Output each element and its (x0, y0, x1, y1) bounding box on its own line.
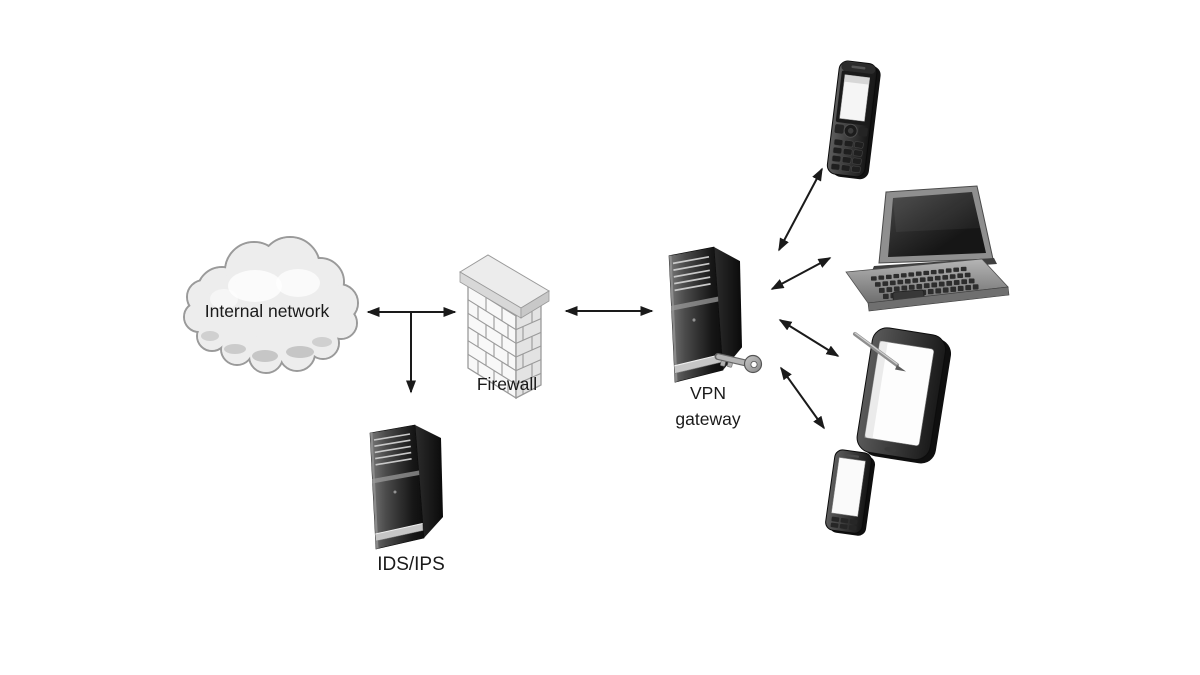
laptop-key (953, 267, 960, 272)
phone-key (851, 165, 861, 173)
phone-key (848, 525, 857, 531)
laptop-key (972, 284, 979, 290)
laptop-key (953, 280, 960, 285)
laptop-key (927, 276, 934, 282)
phone-key (840, 517, 849, 524)
phone-key (854, 141, 864, 149)
phone-key (842, 148, 853, 156)
brick-row-line (515, 359, 542, 372)
brick-row-line (515, 318, 542, 331)
laptop-key (900, 273, 907, 278)
laptop-key (960, 266, 967, 272)
laptop-key (870, 276, 877, 281)
laptop-key (942, 275, 949, 280)
laptop-key (915, 271, 922, 276)
vpn-gateway-label-line2: gateway (675, 409, 740, 429)
tablet-icon (856, 327, 952, 464)
laptop-key (961, 279, 968, 285)
laptop-key (908, 284, 915, 290)
laptop-key (942, 287, 949, 293)
laptop-key (938, 281, 945, 287)
phone-key (830, 163, 841, 171)
laptop-key (912, 278, 919, 283)
firewall-label: Firewall (477, 374, 537, 394)
cloud-icon (183, 236, 359, 374)
phone-key (852, 157, 862, 165)
arrow-vpn-laptop (770, 257, 832, 290)
stylus-icon (853, 332, 906, 372)
laptop-key (904, 278, 911, 284)
laptop-key (968, 278, 975, 284)
phone-key (830, 522, 839, 528)
phone-key (839, 523, 848, 530)
laptop-key (885, 274, 892, 280)
laptop-key (882, 281, 889, 286)
laptop-key (927, 288, 934, 295)
phone-keypad (830, 138, 864, 173)
laptop-screen (888, 192, 986, 257)
laptop-key (949, 274, 956, 279)
laptop-key (934, 275, 941, 281)
phone-key (833, 138, 844, 146)
arrow-vpn-phone (778, 167, 823, 252)
smartphone-screen (831, 457, 866, 517)
laptop-key (923, 270, 930, 276)
laptop-key (882, 293, 889, 300)
laptop-key (893, 273, 900, 279)
laptop-key (965, 285, 972, 291)
laptop-key (874, 282, 881, 287)
arrow-vpn-tablet (778, 319, 840, 357)
laptop-key (957, 285, 964, 292)
ids-ips-label: IDS/IPS (377, 554, 445, 575)
brick-row-line (515, 345, 542, 358)
vpn-gateway-label-line1: VPN (690, 383, 726, 403)
phone-key (841, 156, 852, 164)
laptop-key (889, 280, 896, 286)
laptop-key (919, 277, 926, 282)
laptop-key (935, 288, 942, 294)
phone-key (831, 155, 842, 163)
laptop-key (886, 287, 893, 293)
laptop-key (878, 287, 885, 293)
phone-key (832, 146, 843, 155)
laptop-key (950, 286, 957, 292)
laptop-key (945, 268, 952, 273)
laptop-key (923, 283, 930, 289)
server-tower-icon-ids-ips (369, 424, 444, 550)
phone-key (831, 516, 840, 522)
phone-key (853, 149, 863, 157)
feature-phone-icon (826, 60, 881, 180)
phone-key (849, 519, 858, 525)
arrow-vpn-smartphone (780, 366, 825, 430)
laptop-key (897, 279, 904, 285)
laptop-key (938, 269, 945, 274)
phone-key (840, 164, 851, 172)
laptop-key (901, 285, 908, 291)
smartphone-keypad (830, 516, 858, 531)
brick-pattern (467, 297, 542, 395)
smartphone-icon (825, 449, 876, 536)
laptop-key (908, 272, 915, 277)
connection-arrows (366, 167, 840, 430)
internal-network-label: Internal network (205, 301, 330, 321)
laptop-key (916, 283, 923, 289)
brick-row-line (515, 331, 542, 344)
brick-wall-icon (459, 254, 550, 400)
laptop-key (931, 282, 938, 288)
key-icon (714, 353, 763, 374)
laptop-key (964, 272, 971, 278)
laptop-key (930, 269, 937, 275)
phone-key (843, 140, 854, 148)
laptop-icon (845, 185, 1010, 312)
brick-row-line (515, 372, 542, 385)
laptop-key (893, 286, 900, 292)
laptop-key (946, 280, 953, 286)
laptop-key (957, 273, 964, 279)
laptop-key (878, 275, 885, 280)
